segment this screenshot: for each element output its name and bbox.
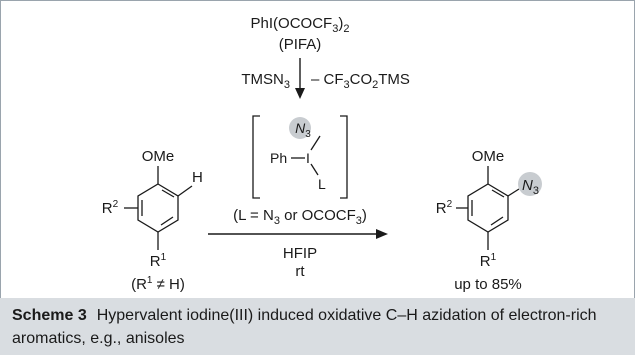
substrate-r2: R2 <box>102 199 119 217</box>
substrate-r1: R1 <box>150 252 167 270</box>
substrate-structure <box>124 166 193 250</box>
azide-highlight <box>289 117 311 139</box>
product-structure <box>456 166 520 250</box>
product-azide-highlight <box>518 172 542 196</box>
pifa-formula: PhI(OCOCF3)2 <box>251 15 350 35</box>
reaction-scheme: PhI(OCOCF3)2 (PIFA) TMSN3 – CF3CO2TMS N3… <box>102 15 542 293</box>
intermediate-ph: Ph <box>270 150 287 166</box>
intermediate-n3: N3 <box>295 120 311 140</box>
caption-text: Hypervalent iodine(III) induced oxidativ… <box>12 307 597 347</box>
caption-label: Scheme 3 <box>12 307 87 324</box>
product-n3: N3 <box>522 177 539 197</box>
substrate-h: H <box>192 169 203 186</box>
scheme-frame <box>0 0 635 299</box>
pifa-abbreviation: (PIFA) <box>279 36 322 53</box>
right-bracket <box>340 115 348 199</box>
iodine-intermediate: N3 Ph I L <box>252 115 348 199</box>
reaction-arrow <box>208 229 388 239</box>
product-yield: up to 85% <box>454 276 522 293</box>
product-r2: R2 <box>436 199 453 217</box>
temperature-label: rt <box>295 263 305 280</box>
substrate-ome: OMe <box>142 148 175 165</box>
pifa-reagent: PhI(OCOCF3)2 (PIFA) <box>251 15 350 53</box>
substrate-constraint: (R1 ≠ H) <box>131 275 185 293</box>
ligand-definition: (L = N3 or OCOCF3) <box>233 207 367 227</box>
product-r1: R1 <box>480 252 497 270</box>
down-arrow <box>295 58 305 99</box>
intermediate-ligand: L <box>318 176 326 192</box>
intermediate-iodine: I <box>306 150 310 166</box>
left-bracket <box>252 115 260 199</box>
tms-byproduct: – CF3CO2TMS <box>311 71 410 91</box>
solvent-label: HFIP <box>283 245 317 262</box>
product-ome: OMe <box>472 148 505 165</box>
tmsn3-reagent: TMSN3 <box>241 71 290 91</box>
